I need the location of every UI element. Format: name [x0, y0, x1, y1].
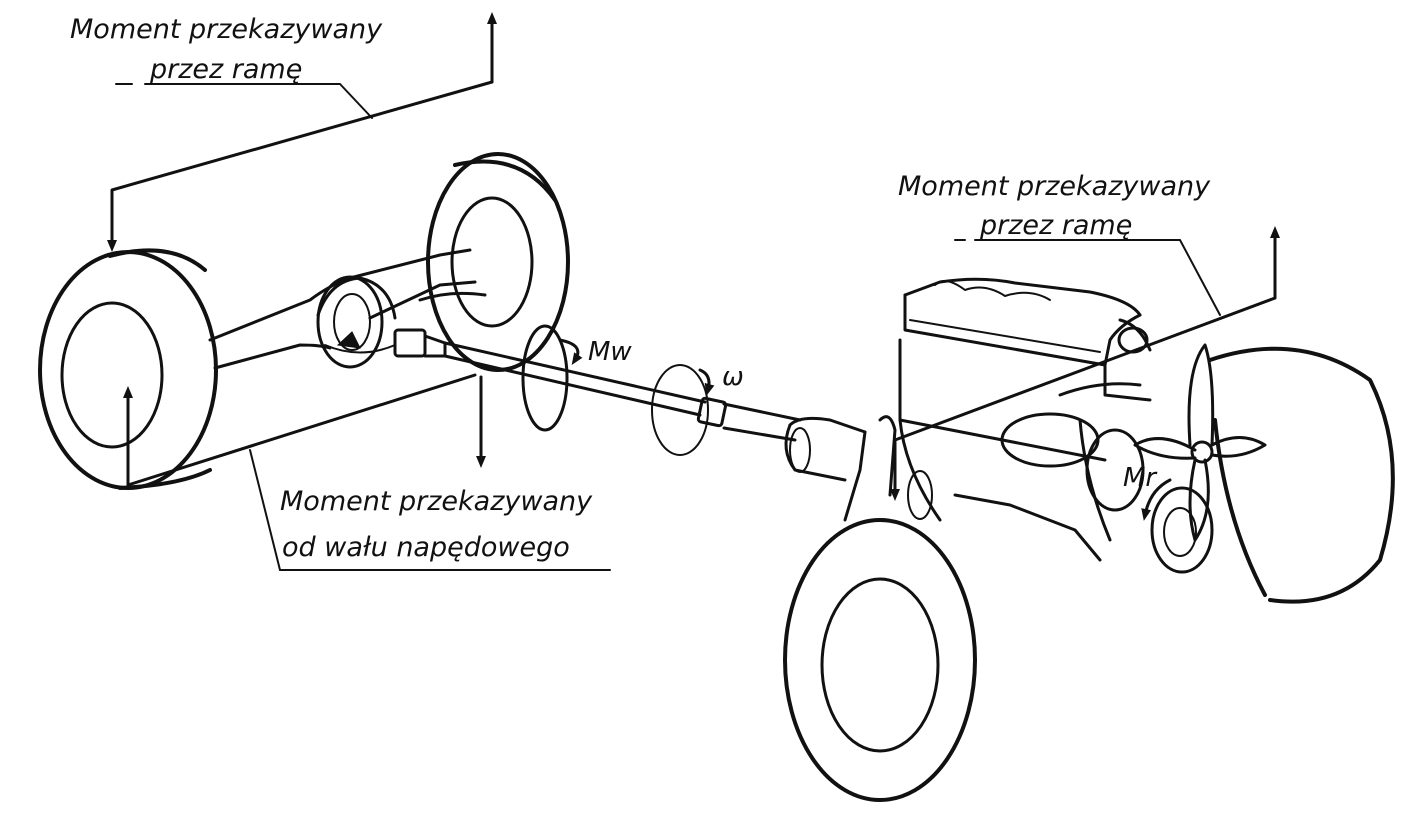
rear-universal-joint	[393, 328, 447, 358]
angular-velocity-symbol: ω	[722, 362, 744, 392]
rear-wheel-left	[38, 248, 218, 490]
differential-housing	[316, 275, 397, 369]
frame-right-label-line2: przez ramę	[979, 210, 1132, 241]
front-wheel-near	[783, 518, 977, 802]
engine-block	[784, 277, 1152, 562]
reaction-moment-symbol: Mr	[1123, 463, 1158, 493]
frame-left-label-line1: Moment przekazywany	[70, 14, 383, 45]
angular-velocity-arrow	[651, 364, 715, 456]
frame-reaction-rear	[107, 12, 497, 487]
frame-reaction-front	[890, 226, 1280, 501]
frame-right-label-line1: Moment przekazywany	[898, 171, 1211, 202]
front-wheel-far	[1208, 346, 1395, 604]
radiator-fan	[1133, 343, 1267, 574]
frame-left-label-line2: przez ramę	[149, 54, 302, 85]
rear-wheel-right	[426, 152, 570, 372]
propeller-shaft	[443, 341, 802, 442]
driveshaft-label-line1: Moment przekazywany	[280, 486, 593, 517]
wheel-moment-symbol: Mw	[588, 337, 632, 367]
driveshaft-label-line2: od wału napędowego	[282, 532, 570, 563]
reaction-moment-arrow	[1141, 478, 1172, 521]
wheel-moment-arrow	[521, 324, 583, 432]
leader-lines	[115, 83, 1221, 571]
rear-axle-assembly	[38, 152, 570, 490]
